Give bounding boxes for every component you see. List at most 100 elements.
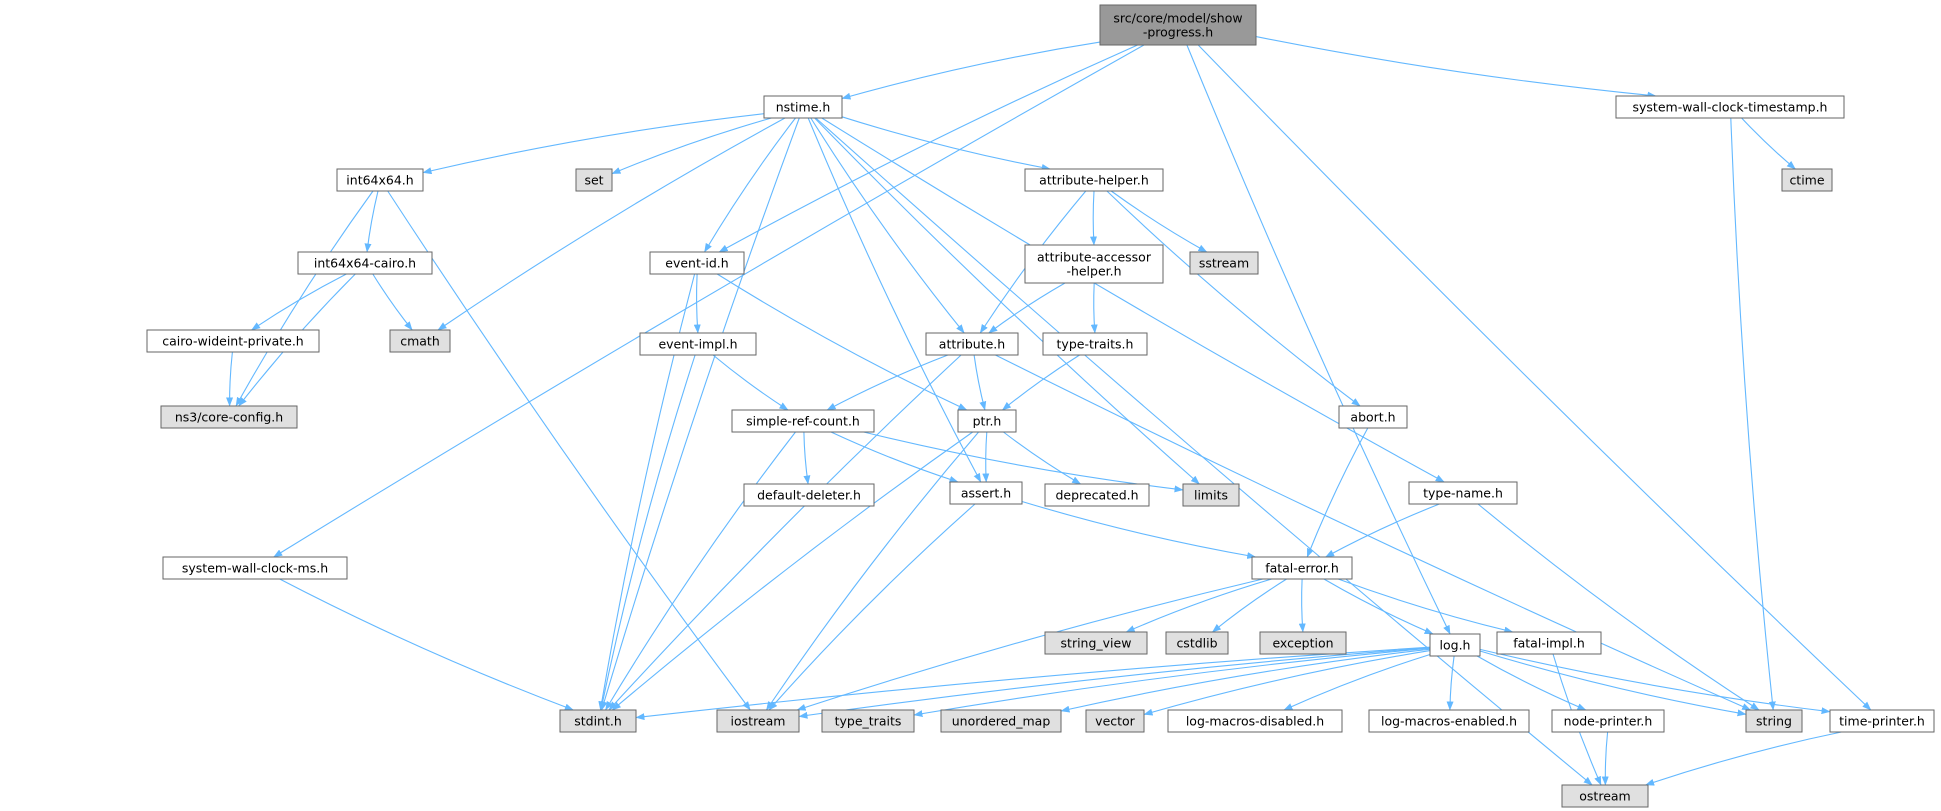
edge-attr_accessor-to-attribute — [988, 282, 1066, 334]
node-default-deleter[interactable]: default-deleter.h — [743, 483, 875, 507]
node-attribute-helper[interactable]: attribute-helper.h — [1024, 168, 1164, 192]
node-swc-ms[interactable]: system-wall-clock-ms.h — [162, 556, 348, 580]
node-label: ostream — [1579, 789, 1630, 804]
node-box — [1099, 4, 1257, 46]
edge-int64x64-to-core_config — [235, 190, 374, 407]
edge-nstime-to-assert — [807, 117, 982, 483]
node-label: string_view — [1061, 636, 1132, 651]
edge-log-to-time_printer — [1479, 648, 1831, 715]
node-box — [1259, 631, 1347, 655]
node-box — [1496, 631, 1602, 655]
node-label: ctime — [1789, 173, 1824, 188]
node-cairo-wideint[interactable]: cairo-wideint-private.h — [146, 329, 320, 353]
node-box — [1251, 556, 1353, 580]
node-label: cmath — [400, 334, 440, 349]
edge-nstime-to-set — [611, 117, 772, 175]
node-box — [336, 168, 424, 192]
node-box — [821, 709, 915, 733]
edge-attribute-to-stdint — [608, 354, 962, 711]
edge-simple_ref-to-stdint — [605, 431, 796, 711]
node-label: event-impl.h — [658, 337, 737, 352]
edge-fatal_error-to-cstdlib — [1212, 578, 1287, 633]
node-ctime: ctime — [1781, 168, 1833, 192]
node-attr-accessor[interactable]: attribute-accessor-helper.h — [1024, 244, 1164, 284]
node-label: log.h — [1440, 638, 1471, 653]
edge-attribute-to-string — [995, 354, 1752, 711]
node-box — [716, 709, 800, 733]
node-int64x64[interactable]: int64x64.h — [336, 168, 424, 192]
node-label: exception — [1272, 636, 1333, 651]
edge-event_id-to-event_impl — [693, 273, 701, 334]
node-label: abort.h — [1350, 410, 1395, 425]
edge-show_progress-to-time_printer — [1197, 44, 1872, 711]
node-vector: vector — [1085, 709, 1145, 733]
node-label: node-printer.h — [1564, 714, 1653, 729]
edge-int64x64_cairo-to-cmath — [372, 273, 413, 331]
node-show-progress[interactable]: src/core/model/show-progress.h — [1099, 4, 1257, 46]
node-label: sstream — [1199, 256, 1249, 271]
edge-log-to-stdint — [635, 646, 1431, 721]
node-stdint: stdint.h — [559, 709, 637, 733]
edge-assert-to-fatal_error — [1021, 500, 1257, 559]
node-label: system-wall-clock-ms.h — [182, 561, 328, 576]
node-label: attribute-accessor — [1037, 250, 1152, 265]
edge-node_printer-to-ostream — [1601, 731, 1609, 786]
node-label: cstdlib — [1176, 636, 1217, 651]
edges-layer — [226, 36, 1872, 786]
node-label: simple-ref-count.h — [746, 414, 860, 429]
node-type-traits-h[interactable]: type-traits.h — [1042, 332, 1148, 356]
node-abort[interactable]: abort.h — [1338, 405, 1408, 429]
node-time-printer[interactable]: time-printer.h — [1829, 709, 1935, 733]
node-label: log-macros-enabled.h — [1381, 714, 1517, 729]
edge-ptr-to-iostream — [765, 431, 980, 711]
node-label: time-printer.h — [1839, 714, 1925, 729]
edge-nstime-to-type_name — [821, 117, 1445, 483]
node-swc-timestamp[interactable]: system-wall-clock-timestamp.h — [1615, 95, 1845, 119]
node-log-enabled[interactable]: log-macros-enabled.h — [1368, 709, 1530, 733]
node-label: iostream — [731, 714, 786, 729]
node-log-disabled[interactable]: log-macros-disabled.h — [1167, 709, 1343, 733]
node-ptr[interactable]: ptr.h — [957, 409, 1017, 433]
node-nstime[interactable]: nstime.h — [763, 95, 843, 119]
node-label: default-deleter.h — [757, 488, 861, 503]
node-event-id[interactable]: event-id.h — [649, 251, 745, 275]
node-fatal-impl[interactable]: fatal-impl.h — [1496, 631, 1602, 655]
node-int64x64-cairo[interactable]: int64x64-cairo.h — [297, 251, 433, 275]
node-label: event-id.h — [665, 256, 728, 271]
node-log[interactable]: log.h — [1429, 633, 1481, 657]
node-assert[interactable]: assert.h — [949, 481, 1023, 505]
node-unordered-map: unordered_map — [940, 709, 1062, 733]
node-label: log-macros-disabled.h — [1186, 714, 1324, 729]
node-label: cairo-wideint-private.h — [162, 334, 303, 349]
node-label: string — [1756, 714, 1792, 729]
node-box — [559, 709, 637, 733]
edge-swc_timestamp-to-ctime — [1741, 117, 1796, 170]
edge-event_impl-to-simple_ref — [712, 354, 789, 411]
node-attribute[interactable]: attribute.h — [925, 332, 1019, 356]
node-label: assert.h — [961, 486, 1011, 501]
edge-attribute-to-ptr — [973, 354, 987, 411]
edge-event_id-to-ptr — [716, 273, 968, 411]
node-box — [1167, 709, 1343, 733]
node-type-name[interactable]: type-name.h — [1408, 481, 1518, 505]
node-node-printer[interactable]: node-printer.h — [1551, 709, 1665, 733]
edge-show_progress-to-event_id — [718, 44, 1138, 253]
node-label: system-wall-clock-timestamp.h — [1633, 100, 1828, 115]
node-box — [1044, 483, 1150, 507]
node-label: set — [584, 173, 603, 188]
node-deprecated[interactable]: deprecated.h — [1044, 483, 1150, 507]
node-cmath: cmath — [389, 329, 451, 353]
node-box — [389, 329, 451, 353]
node-simple-ref[interactable]: simple-ref-count.h — [731, 409, 875, 433]
edge-ptr-to-deprecated — [1003, 431, 1082, 485]
node-label: int64x64-cairo.h — [314, 256, 416, 271]
edge-nstime-to-ostream — [815, 117, 1593, 786]
edge-log-to-log_disabled — [1283, 653, 1431, 711]
node-box — [731, 409, 875, 433]
node-string-view: string_view — [1044, 631, 1148, 655]
node-label: src/core/model/show — [1113, 11, 1242, 26]
node-event-impl[interactable]: event-impl.h — [639, 332, 757, 356]
node-box — [649, 251, 745, 275]
node-fatal-error[interactable]: fatal-error.h — [1251, 556, 1353, 580]
edge-int64x64-to-int64x64_cairo — [364, 190, 379, 253]
